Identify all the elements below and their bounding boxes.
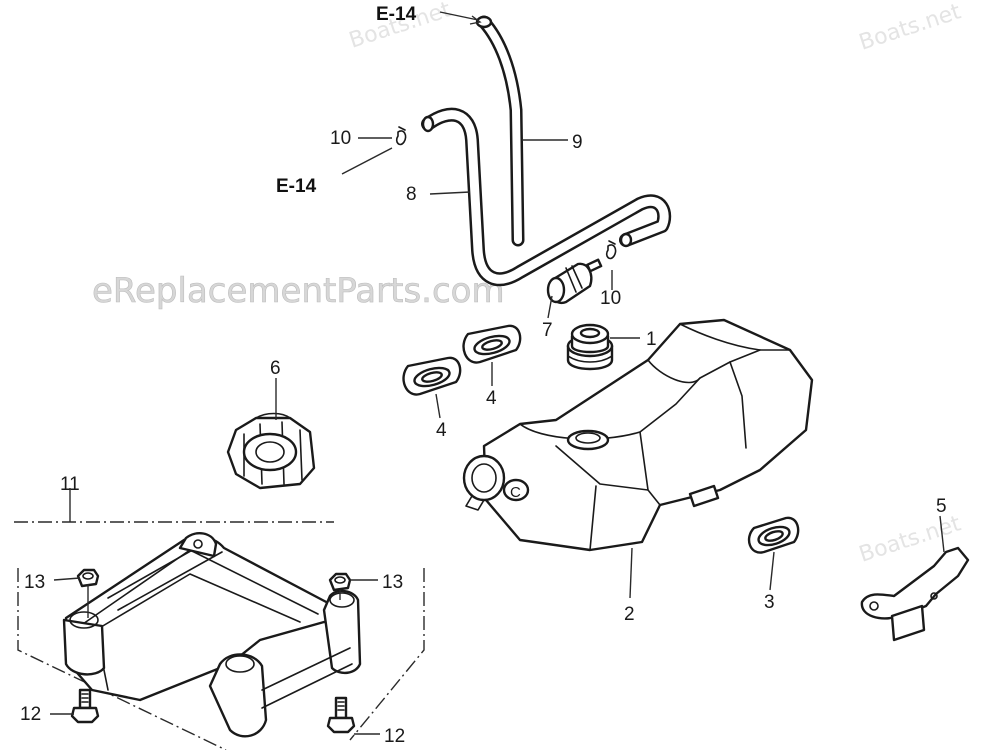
callout-6: 6 — [270, 358, 281, 379]
part-5-bracket — [860, 546, 970, 642]
part-1-cap-seal — [566, 323, 614, 371]
part-11-tank-frame — [14, 521, 425, 750]
callout-9: 9 — [572, 132, 583, 153]
part-4-rubber-mount-left — [402, 356, 462, 396]
part-7-fuel-filter — [546, 258, 603, 305]
callout-13-right: 13 — [382, 572, 403, 593]
ref-e14-left: E-14 — [276, 176, 317, 197]
part-6-fuel-cap — [226, 412, 316, 490]
part-10-clip-upper — [395, 126, 407, 146]
callout-10-lower: 10 — [600, 288, 621, 309]
svg-text:Boats.net: Boats.net — [856, 0, 964, 56]
callout-8: 8 — [406, 184, 417, 205]
part-12-bolt-left — [70, 688, 100, 724]
callout-13-left: 13 — [24, 572, 45, 593]
part-4-rubber-mount-right — [462, 324, 522, 364]
callout-12-right: 12 — [384, 726, 405, 747]
callout-7: 7 — [542, 320, 553, 341]
part-2-fuel-tank: C — [462, 318, 814, 552]
callout-4-left: 4 — [436, 420, 447, 441]
part-10-clip-lower — [605, 240, 617, 260]
callout-4-right: 4 — [486, 388, 497, 409]
copyright-mark-small: C — [510, 484, 521, 501]
callout-5: 5 — [936, 496, 947, 517]
watermark-corner-top-right: Boats.net — [856, 0, 964, 56]
watermark-main: eReplacementParts.com — [92, 271, 505, 311]
callout-2: 2 — [624, 604, 635, 625]
part-13-nut-right — [328, 572, 352, 592]
callout-10-upper: 10 — [330, 128, 351, 149]
part-8-bent-hose — [421, 107, 672, 287]
part-3-rubber-mount — [747, 516, 800, 554]
callout-11: 11 — [60, 474, 80, 495]
callout-3: 3 — [764, 592, 775, 613]
leader-lines — [50, 11, 945, 735]
callout-12-left: 12 — [20, 704, 41, 725]
part-12-bolt-right — [326, 696, 356, 734]
part-9-fuel-hose — [475, 15, 525, 247]
part-13-nut-left — [76, 568, 100, 588]
ref-e14-top: E-14 — [376, 4, 417, 25]
callout-1: 1 — [646, 329, 657, 350]
